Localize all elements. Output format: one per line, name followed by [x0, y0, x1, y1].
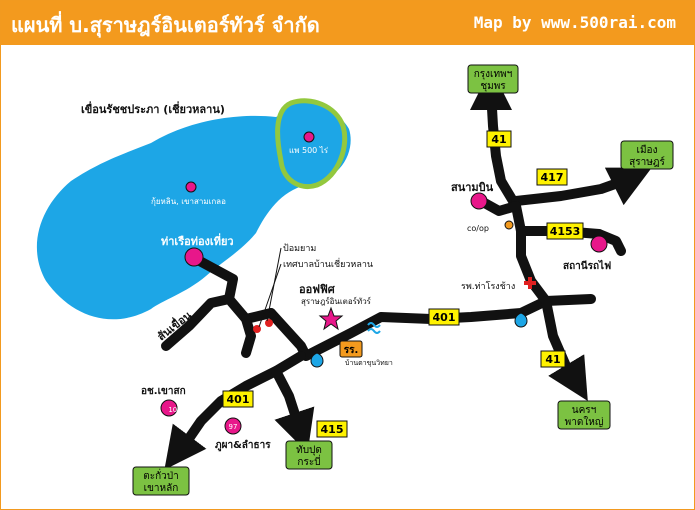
dest-nakhon-2: พาดใหญ่: [565, 416, 604, 428]
island-ring: [275, 98, 348, 189]
road-dam: [161, 294, 234, 351]
coop-label: co/op: [467, 224, 489, 233]
dest-surat-1: เมือง: [637, 144, 658, 156]
school-badge-label: รร.: [344, 345, 359, 356]
office-label-2: สุราษฎร์อินเตอร์ทัวร์: [301, 296, 372, 306]
dest-takuapa-2: เขาหลัก: [144, 483, 179, 494]
arrow-krabi: [274, 406, 315, 453]
header-bar: แผนที่ บ.สุราษฎร์อินเตอร์ทัวร์ จำกัด Map…: [1, 1, 695, 45]
route-badges: 41 417 4153 401 41 401 415: [222, 130, 584, 438]
dest-krabi-2: กระบี่: [297, 454, 320, 468]
airport-marker: [470, 192, 488, 210]
municipality-label: เทศบาลบ้านเชี่ยวหลาน: [283, 257, 373, 270]
route-417: 417: [541, 171, 564, 184]
pier-marker: [184, 247, 204, 267]
road-airport-spur: [476, 196, 521, 216]
road-41-south: [541, 296, 581, 386]
lake-water: [36, 108, 351, 320]
gas-station-icon: [514, 312, 528, 328]
municipality-leader: [258, 263, 282, 328]
road-arrows: [164, 68, 652, 470]
lake-title: เขื่อนรัชชประภา (เชี่ยวหลาน): [81, 101, 225, 116]
map-title: แผนที่ บ.สุราษฎร์อินเตอร์ทัวร์ จำกัด: [11, 13, 320, 37]
police-marker: [265, 319, 273, 327]
attraction-marker: [185, 181, 197, 193]
arrow-south: [548, 354, 588, 402]
office-star-icon: [318, 306, 344, 331]
route-401-west: 401: [227, 393, 250, 406]
road-lower-loop: [241, 314, 256, 358]
dest-nakhon-1: นครฯ: [572, 405, 597, 416]
arrow-northeast: [604, 167, 652, 206]
route-415: 415: [321, 423, 344, 436]
road-rail: [594, 229, 626, 256]
road-main: [266, 294, 596, 361]
school-label: บ้านตาขุนวิทยา: [345, 359, 393, 367]
route-4153: 4153: [550, 225, 581, 238]
route-401-east: 401: [433, 311, 456, 324]
coop-marker: [504, 220, 514, 230]
khaolok-marker: [160, 399, 178, 417]
school-badge: [339, 340, 363, 358]
hospital-cross-icon: [524, 277, 536, 289]
route-97-label: 97: [229, 423, 238, 431]
destination-boxes: กรุงเทพฯ ชุมพร เมือง สุราษฎร์ นครฯ พาดให…: [132, 64, 674, 496]
map-canvas: 41 417 4153 401 41 401 415 กรุงเทพฯ ชุมพ…: [36, 64, 674, 496]
arrow-southwest: [164, 423, 207, 470]
dest-bangkok-1: กรุงเทพฯ: [474, 69, 513, 80]
khaolok-label: อช.เขาสก: [141, 386, 186, 397]
road-417: [511, 174, 634, 206]
island-marker: [303, 131, 315, 143]
station-label: สถานีรถไฟ: [563, 259, 611, 272]
route-41-north: 41: [491, 133, 506, 146]
route-109-label: 109: [168, 406, 181, 414]
island-label: แพ 500 ไร่: [289, 146, 329, 155]
map-credit: Map by www.500rai.com: [473, 13, 676, 32]
markers: รร. 109 97: [160, 131, 608, 435]
police-label: ป้อมยาม: [283, 243, 316, 254]
phuta-marker: [224, 417, 242, 435]
dest-surat-2: สุราษฎร์: [629, 156, 665, 168]
river-icon: [367, 322, 381, 334]
dest-takuapa-1: ตะกั่วป่า: [143, 468, 179, 482]
phuta-label: ภูผา&ลำธาร: [215, 439, 271, 452]
route-41-south: 41: [545, 353, 560, 366]
dest-krabi-1: ทับปุด: [296, 445, 322, 456]
pier-label: ท่าเรือท่องเที่ยว: [161, 233, 234, 248]
dest-bangkok-2: ชุมพร: [480, 81, 506, 92]
hospital-label: รพ.ท่าโรงช้าง: [461, 281, 515, 292]
attraction-label: กุ้ยหลิน, เขาสามเกลอ: [151, 197, 226, 206]
airport-label: สนามบิน: [451, 181, 494, 194]
gas-station-west-icon: [310, 352, 324, 368]
station-marker: [590, 235, 608, 253]
office-label-1: ออฟฟิศ: [299, 283, 336, 296]
